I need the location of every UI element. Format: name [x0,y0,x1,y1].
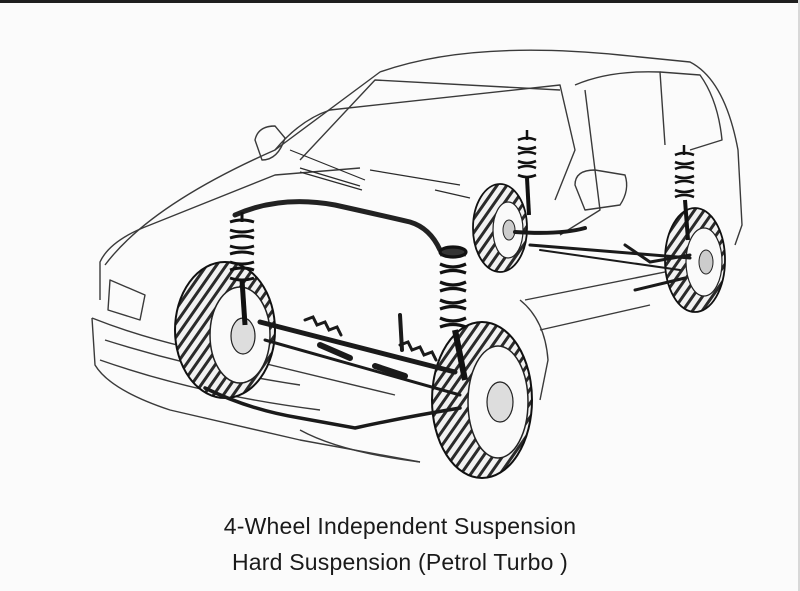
caption-title: 4-Wheel Independent Suspension [223,513,577,539]
anti-roll-bar [232,199,443,253]
front-right-wheel [431,321,533,479]
rear-left-coil-spring [517,130,537,216]
caption-subtitle: Hard Suspension (Petrol Turbo ) [231,549,569,575]
photo-right-edge [798,0,800,591]
steering-rack [257,313,462,397]
car-body-outline [91,49,743,463]
rear-axle-assembly [513,226,692,292]
front-right-coil-spring [438,245,468,381]
rear-right-coil-spring [674,145,695,241]
front-subframe [203,386,462,430]
rear-left-wheel [472,183,528,273]
caption-block: 4-Wheel Independent Suspension Hard Susp… [0,508,800,580]
photo-top-border [0,0,800,3]
suspension-illustration [91,49,743,479]
wiper-detail [289,149,471,199]
front-left-wheel [174,261,276,399]
rear-right-wheel [664,207,726,313]
front-left-coil-spring [229,212,255,326]
